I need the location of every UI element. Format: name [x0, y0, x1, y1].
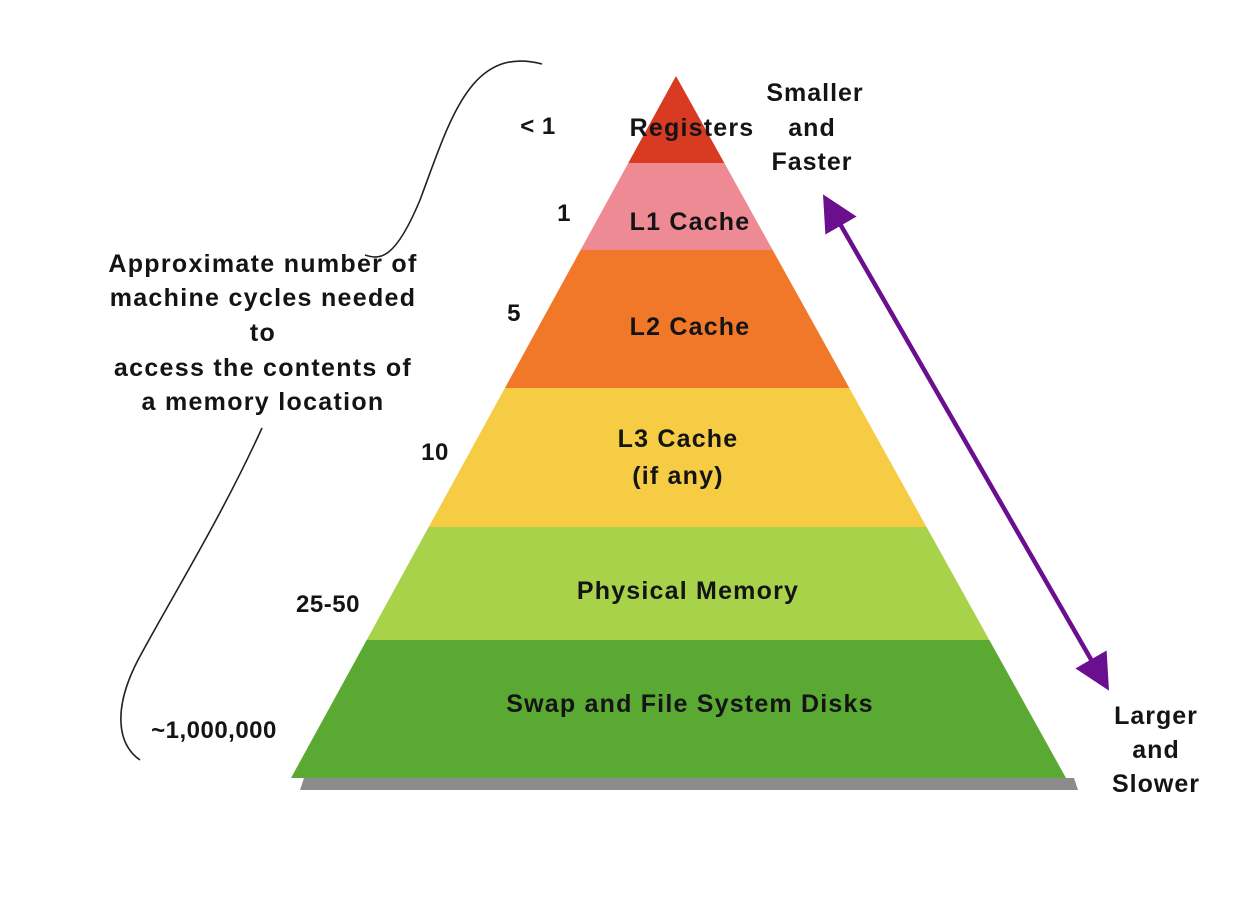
bottom-label-line: Slower: [1112, 770, 1200, 798]
pyramid-layer-3: [504, 250, 850, 388]
cycle-count-3: 5: [507, 300, 521, 327]
cycle-count-5: 25-50: [296, 591, 360, 618]
pyramid-shadow: [300, 778, 1078, 790]
level-name-1: Registers: [630, 114, 755, 142]
cycle-count-2: 1: [557, 200, 571, 227]
level-name-5: Physical Memory: [577, 577, 799, 605]
pyramid-layer-2: [580, 163, 773, 250]
description-line: Approximate number of: [108, 250, 417, 278]
cycle-counts: < 1 1 5 10 25-50 ~1,000,000: [151, 113, 571, 744]
level-name-3: L2 Cache: [630, 313, 751, 341]
bottom-label-line: and: [1132, 736, 1179, 764]
bottom-label-line: Larger: [1114, 702, 1198, 730]
top-label-line: and: [788, 114, 835, 142]
pyramid-layer-4: [428, 388, 927, 527]
top-label-line: Faster: [771, 148, 852, 176]
cycle-count-1: < 1: [520, 113, 556, 140]
level-name-4: L3 Cache: [618, 425, 739, 453]
level-name-2: L1 Cache: [630, 208, 751, 236]
bracket-curve: [364, 60, 543, 258]
top-label-line: Smaller: [766, 79, 863, 107]
size-speed-arrow: [823, 194, 1109, 691]
description-line: a memory location: [142, 388, 385, 416]
cycles-description: Approximate number of machine cycles need…: [108, 250, 417, 416]
level-name-4: (if any): [632, 462, 724, 490]
description-line: access the contents of: [114, 354, 412, 382]
cycle-count-4: 10: [421, 439, 449, 466]
description-line: to: [250, 319, 276, 347]
level-names: Registers L1 Cache L2 Cache L3 Cache (if any…: [506, 114, 873, 718]
description-line: machine cycles needed: [110, 284, 417, 312]
pyramid-layer-1: [628, 76, 725, 163]
cycle-count-6: ~1,000,000: [151, 717, 277, 744]
level-name-6: Swap and File System Disks: [506, 690, 873, 718]
bracket-curve-lower: [120, 427, 263, 761]
